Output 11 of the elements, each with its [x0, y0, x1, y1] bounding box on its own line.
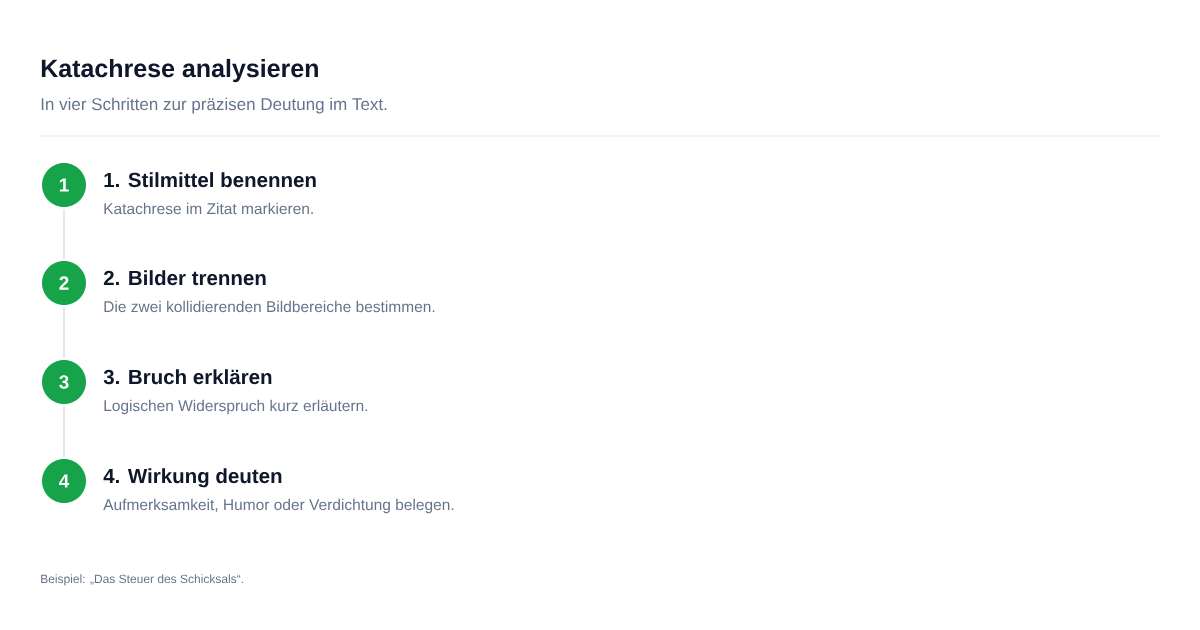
step-heading: 4. Wirkung deuten	[103, 468, 282, 488]
step-description: Die zwei kollidierenden Bildbereiche bestimmen.	[104, 300, 435, 313]
step-heading: 3. Bruch erklären	[103, 369, 272, 385]
title: Katachrese analysieren	[41, 58, 318, 83]
step-heading: 2. Bilder trennen	[103, 270, 266, 286]
step-description: Aufmerksamkeit, Humor oder Verdichtung belegen.	[103, 498, 454, 514]
step-description: Logischen Widerspruch kurz erläutern.	[104, 399, 368, 415]
step-heading: 1. Stilmittel benennen	[104, 172, 316, 188]
step-description: Katachrese im Zitat markieren.	[104, 202, 313, 215]
footnote: Beispiel: „Das Steuer des Schicksals“.	[41, 574, 243, 586]
subtitle: In vier Schritten zur präzisen Deutung im Text.	[41, 97, 387, 114]
